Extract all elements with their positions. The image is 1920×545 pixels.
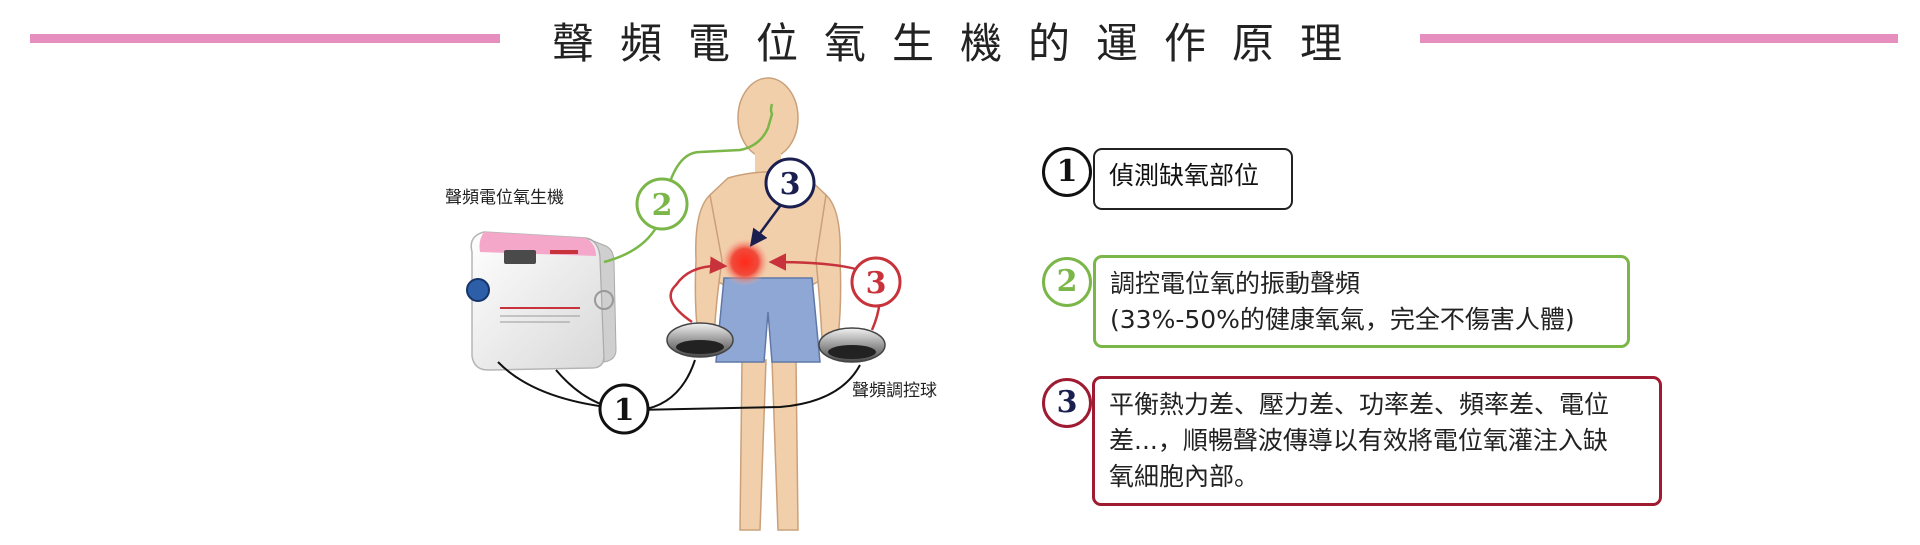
marker-1-circle: 1 [598, 383, 650, 435]
step-2-number: 2 [1042, 257, 1092, 307]
step-3-line-2: 差...，順暢聲波傳導以有效將電位氧灌注入缺 [1109, 426, 1608, 455]
marker-3-navy-text: 3 [780, 167, 801, 202]
black-cable-2 [555, 364, 861, 412]
control-ball-right [818, 327, 886, 363]
step-3-line-3: 氧細胞內部。 [1109, 462, 1260, 491]
marker-3-red-text: 3 [866, 266, 887, 301]
green-cable [603, 103, 774, 264]
page-title: 聲頻電位氧生機的運作原理 [551, 19, 1368, 68]
oxygen-device [466, 231, 617, 371]
marker-3-navy-circle: 3 [764, 157, 816, 209]
step-2-line-2: (33%-50%的健康氧氣，完全不傷害人體) [1110, 305, 1575, 334]
step-1-box: 偵測缺氧部位 [1093, 148, 1293, 210]
marker-2-circle: 2 [635, 177, 689, 231]
marker-2-text: 2 [652, 188, 673, 223]
step-3-line-1: 平衡熱力差、壓力差、功率差、頻率差、電位 [1109, 390, 1610, 419]
step-1-number: 1 [1042, 147, 1092, 197]
step-3-box: 平衡熱力差、壓力差、功率差、頻率差、電位 差...，順暢聲波傳導以有效將電位氧灌… [1092, 376, 1662, 506]
step-3-number: 3 [1042, 378, 1092, 428]
arrow-red-left [669, 256, 728, 324]
marker-3-red-circle: 3 [850, 256, 902, 308]
marker-1-text: 1 [614, 393, 635, 428]
step-2-line-1: 調控電位氧的振動聲頻 [1110, 269, 1361, 298]
header-bar-left [30, 34, 500, 43]
header-bar-right [1420, 34, 1898, 43]
step-1-line-1: 偵測缺氧部位 [1109, 161, 1260, 190]
step-2-box: 調控電位氧的振動聲頻 (33%-50%的健康氧氣，完全不傷害人體) [1093, 255, 1630, 348]
human-figure [694, 77, 842, 531]
control-ball-left [666, 322, 734, 358]
device-label: 聲頻電位氧生機 [445, 188, 564, 208]
ball-label: 聲頻調控球 [852, 381, 937, 401]
